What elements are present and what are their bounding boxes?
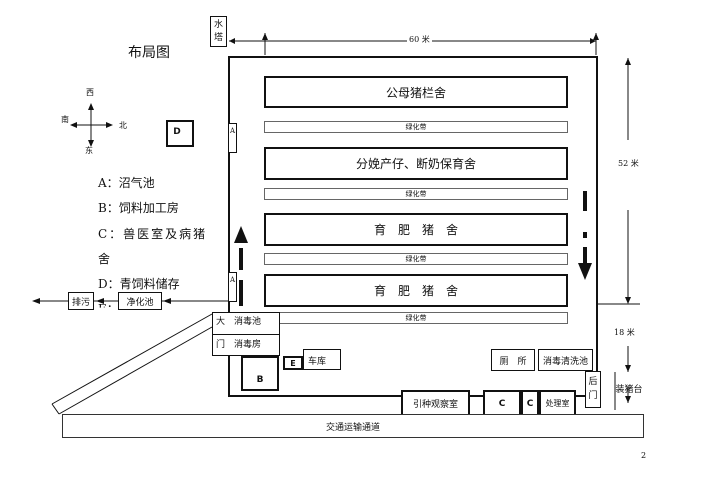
barn-fattening-1: 育 肥 猪 舍 [264,213,568,246]
wash-pool: 消毒清洗池 [538,349,593,371]
greenbelt-1: 绿化带 [264,121,568,133]
facility-a-bottom: A [228,272,237,302]
legend-item-d: D：青饲料储存 [98,277,180,291]
quarantine-label: 引种观察室 [412,400,458,410]
barn-farrowing: 分娩产仔、断奶保育舍 [264,147,568,180]
legend-item-b: B：饲料加工房 [98,201,179,215]
compass-west: 西 [86,88,94,97]
facility-c-2-label: C [526,398,534,409]
transport-road-label: 交通运输通道 [325,422,380,433]
facility-a-bottom-label: A [229,276,236,284]
toilet-label: 厕 所 [499,356,527,367]
disinfect-divider [212,334,280,335]
legend-item-a: A：沼气池 [98,176,155,190]
back-gate-label-2: 门 [588,391,598,401]
facility-b: B [241,356,279,391]
loading-label: 装猪台 [615,384,643,395]
facility-a-top: A [228,123,237,153]
barn-fattening-2: 育 肥 猪 舍 [264,274,568,307]
compass-south: 南 [61,115,69,124]
facility-b-label: B [256,374,264,385]
purify-label: 净化池 [126,297,154,308]
greenbelt-3: 绿化带 [264,253,568,265]
facility-e-label: E [290,358,296,368]
facility-e: E [283,356,303,370]
treatment-room: 处理室 [539,390,576,417]
drain-box: 排污 [68,292,94,310]
legend-item-c-cont: 舍 [98,252,111,266]
dim-gap-label: 18 米 [614,328,635,337]
garage-label: 车库 [308,357,327,367]
disinfect-pool: 消毒池 [234,317,262,327]
barn-breeding: 公母猪栏舍 [264,76,568,108]
page-title: 布局图 [128,45,170,61]
disinfect-room: 消毒房 [234,340,262,350]
wash-pool-label: 消毒清洗池 [542,356,588,367]
dim-height-label: 52 米 [618,159,639,168]
quarantine-room: 引种观察室 [401,390,470,417]
greenbelt-2: 绿化带 [264,188,568,200]
gate-left-2: 门 [216,340,226,350]
loading-platform: 装猪台 [607,372,651,404]
gate-left-1: 大 [216,317,226,327]
facility-a-top-label: A [229,127,236,135]
treatment-label: 处理室 [545,399,570,408]
dim-width-label: 60 米 [407,35,432,44]
back-gate: 后 门 [585,371,601,408]
water-tower-label: 水塔 [213,20,223,43]
page-number: 2 [641,451,647,460]
toilet: 厕 所 [491,349,535,371]
drain-label: 排污 [71,297,90,308]
compass-north: 北 [119,121,127,130]
legend-item-c: C：兽医室及病猪 [98,227,208,241]
transport-road: 交通运输通道 [62,414,644,438]
compass-east: 东 [85,146,93,155]
purify-box: 净化池 [118,292,162,310]
facility-c-2: C [521,390,539,417]
facility-c-1-label: C [498,398,506,409]
water-tower: 水塔 [210,16,227,47]
garage: 车库 [303,349,341,370]
facility-d-label: D [173,127,181,137]
facility-c-1: C [483,390,521,417]
back-gate-label-1: 后 [588,377,598,387]
facility-d: D [166,120,194,147]
